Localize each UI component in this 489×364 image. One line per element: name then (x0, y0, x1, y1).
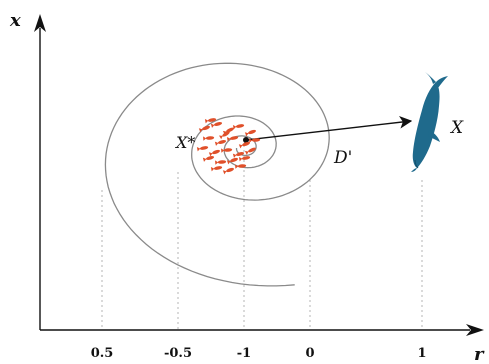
fish-icon (249, 138, 261, 143)
fish-icon (238, 156, 251, 162)
fish-icon (198, 125, 210, 133)
fish-icon (219, 131, 230, 140)
fish-icon (210, 166, 223, 172)
tick-label-minus-1: -1 (237, 346, 251, 361)
fish-icon (226, 157, 238, 165)
whale-icon (411, 72, 448, 172)
tick-label-minus-0-5: -0.5 (164, 346, 192, 361)
y-axis-arrowhead (34, 14, 46, 32)
fish-icon (208, 149, 220, 157)
fish-icon (244, 129, 256, 137)
distance-label: D' (333, 148, 352, 168)
fish-icon (222, 167, 234, 175)
fish-icon (226, 136, 239, 142)
fish-icon (202, 156, 215, 162)
x-axis-arrowhead (466, 324, 484, 336)
y-axis-label: x (9, 10, 21, 31)
tick-labels: 0.5 -0.5 -1 0 1 (91, 346, 427, 361)
whale-position-label: X (449, 118, 464, 138)
x-axis-label: r (474, 344, 485, 364)
tick-label-1: 1 (417, 346, 426, 361)
fish-icon (244, 147, 256, 155)
fish-icon (214, 140, 227, 146)
fish-icon (232, 124, 245, 130)
fish-icon (221, 148, 233, 153)
distance-arrow (245, 116, 413, 141)
fish-icon (203, 136, 215, 141)
tick-label-0: 0 (305, 346, 314, 361)
fish-icon (235, 164, 247, 169)
prey-position-label: X* (174, 133, 195, 152)
tick-label-0-5: 0.5 (91, 346, 114, 361)
fish-icon (210, 122, 223, 128)
guide-lines (101, 140, 423, 330)
fish-icon (196, 146, 209, 152)
spiral-path (104, 62, 330, 287)
fish-icon (215, 160, 227, 165)
fish-icon (232, 152, 245, 158)
fish-icon (204, 118, 217, 124)
fish-school-icon (196, 118, 261, 175)
prey-center-dot (243, 137, 249, 143)
fish-icon (238, 141, 250, 149)
